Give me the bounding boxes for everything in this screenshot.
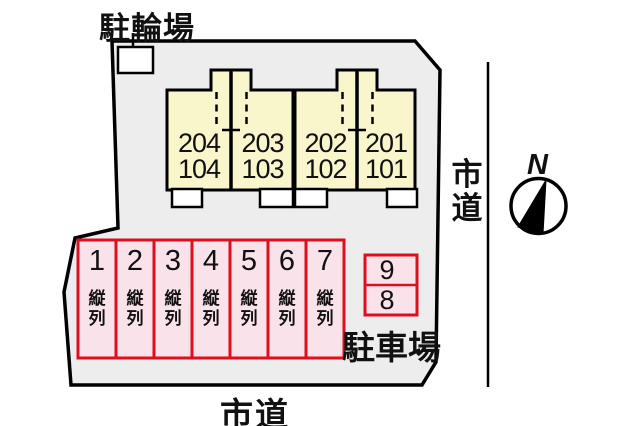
unit-lower-number: 102	[304, 154, 347, 184]
tandem-label-text: 縦列	[202, 289, 220, 328]
tandem-label: 縦列	[230, 289, 268, 329]
bicycle-parking-box	[116, 45, 155, 75]
stall-number-8: 8	[379, 285, 395, 315]
tandem-label-text: 縦列	[316, 289, 334, 328]
unit-lower-number: 104	[177, 154, 221, 184]
tandem-label: 縦列	[154, 289, 192, 329]
unit-upper-number: 201	[364, 128, 408, 158]
unit-upper-number: 203	[241, 128, 284, 158]
tandem-label-text: 縦列	[164, 289, 182, 328]
compass-needle	[517, 179, 547, 235]
city-road-label-bottom: 市道	[220, 396, 290, 426]
tandem-label-text: 縦列	[278, 289, 296, 328]
unit-lower-number: 101	[364, 154, 408, 184]
city-road-label-right: 市道	[451, 157, 483, 226]
stall-number-5: 5	[240, 245, 258, 277]
stall-number-2: 2	[126, 245, 144, 277]
parking-lot-label: 駐車場	[342, 329, 441, 366]
compass	[509, 176, 568, 236]
stall-number-6: 6	[278, 245, 296, 277]
unit-label-202-102: 202 102	[294, 128, 357, 184]
tandem-label-text: 縦列	[88, 289, 106, 328]
tandem-label-text: 縦列	[126, 289, 144, 328]
stall-number-9: 9	[379, 255, 395, 285]
tandem-label-text: 縦列	[240, 289, 258, 328]
unit-upper-number: 202	[304, 128, 347, 158]
stall-number-4: 4	[202, 245, 220, 277]
unit-label-201-101: 201 101	[357, 128, 415, 184]
entry-path-dashes	[215, 92, 374, 129]
tandem-label: 縦列	[78, 289, 116, 329]
building-outline	[165, 68, 417, 192]
unit-upper-number: 204	[177, 128, 221, 158]
parking-row	[76, 238, 346, 360]
bicycle-parking-label: 駐輪場	[99, 11, 195, 46]
tandem-label: 縦列	[306, 289, 344, 329]
unit-label-204-104: 204 104	[167, 128, 231, 184]
compass-north-label: N	[527, 149, 548, 181]
stall-number-7: 7	[316, 245, 334, 277]
stall-number-1: 1	[88, 245, 106, 277]
parking-stall-dividers	[114, 240, 308, 358]
tandem-label: 縦列	[268, 289, 306, 329]
unit-label-203-103: 203 103	[231, 128, 294, 184]
unit-lower-number: 103	[241, 154, 284, 184]
tandem-label: 縦列	[192, 289, 230, 329]
tandem-label: 縦列	[116, 289, 154, 329]
entrance-porches	[170, 187, 419, 209]
stall-number-3: 3	[164, 245, 182, 277]
